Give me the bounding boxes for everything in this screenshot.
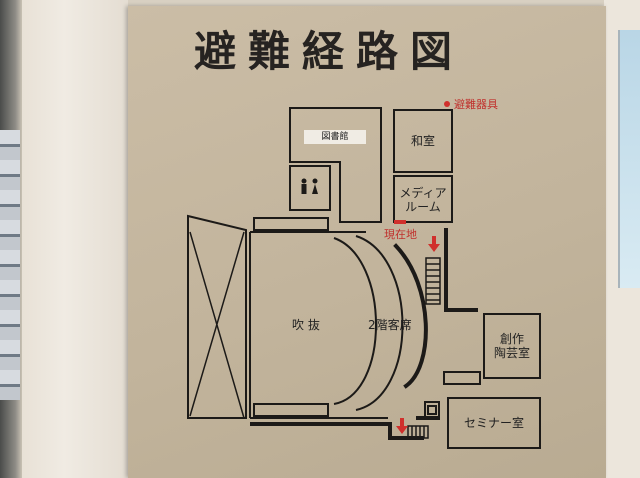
atrium-label: 吹 抜 (292, 318, 320, 332)
wall-poster (618, 30, 640, 288)
japanese-room-label: 和室 (410, 134, 435, 148)
pottery-room-block (483, 313, 541, 379)
pottery-room-label: 創作 陶芸室 (493, 332, 530, 360)
lower-bar (253, 403, 329, 417)
japanese-room-block (393, 109, 453, 173)
bookshelf (0, 130, 20, 400)
current-location-label: 現在地 (384, 228, 417, 241)
legend-label: 避難器具 (454, 98, 498, 111)
sign-title: 避難経路図 (194, 27, 465, 76)
library-block (289, 107, 382, 223)
seminar-room-block (447, 397, 541, 449)
legend-evacuation-equipment: 避難器具 (444, 98, 498, 112)
balcony-outer-arc (355, 235, 404, 411)
wall-panel (22, 0, 128, 478)
library-label: 図書館 (304, 130, 366, 144)
media-room-label: メディア ルーム (399, 186, 447, 214)
red-dot-icon (444, 101, 450, 107)
media-room-block (393, 175, 453, 223)
balcony-inner-arc (333, 237, 377, 405)
evacuation-sign-board: 避難経路図 避難器具 (128, 6, 606, 478)
seminar-room-label: セミナー室 (463, 416, 524, 430)
floor-plan (187, 107, 541, 449)
balcony-seats-label: 2階客席 (368, 318, 412, 332)
upper-bar (253, 217, 329, 231)
atrium-box (187, 214, 247, 419)
restroom-block (289, 165, 331, 211)
